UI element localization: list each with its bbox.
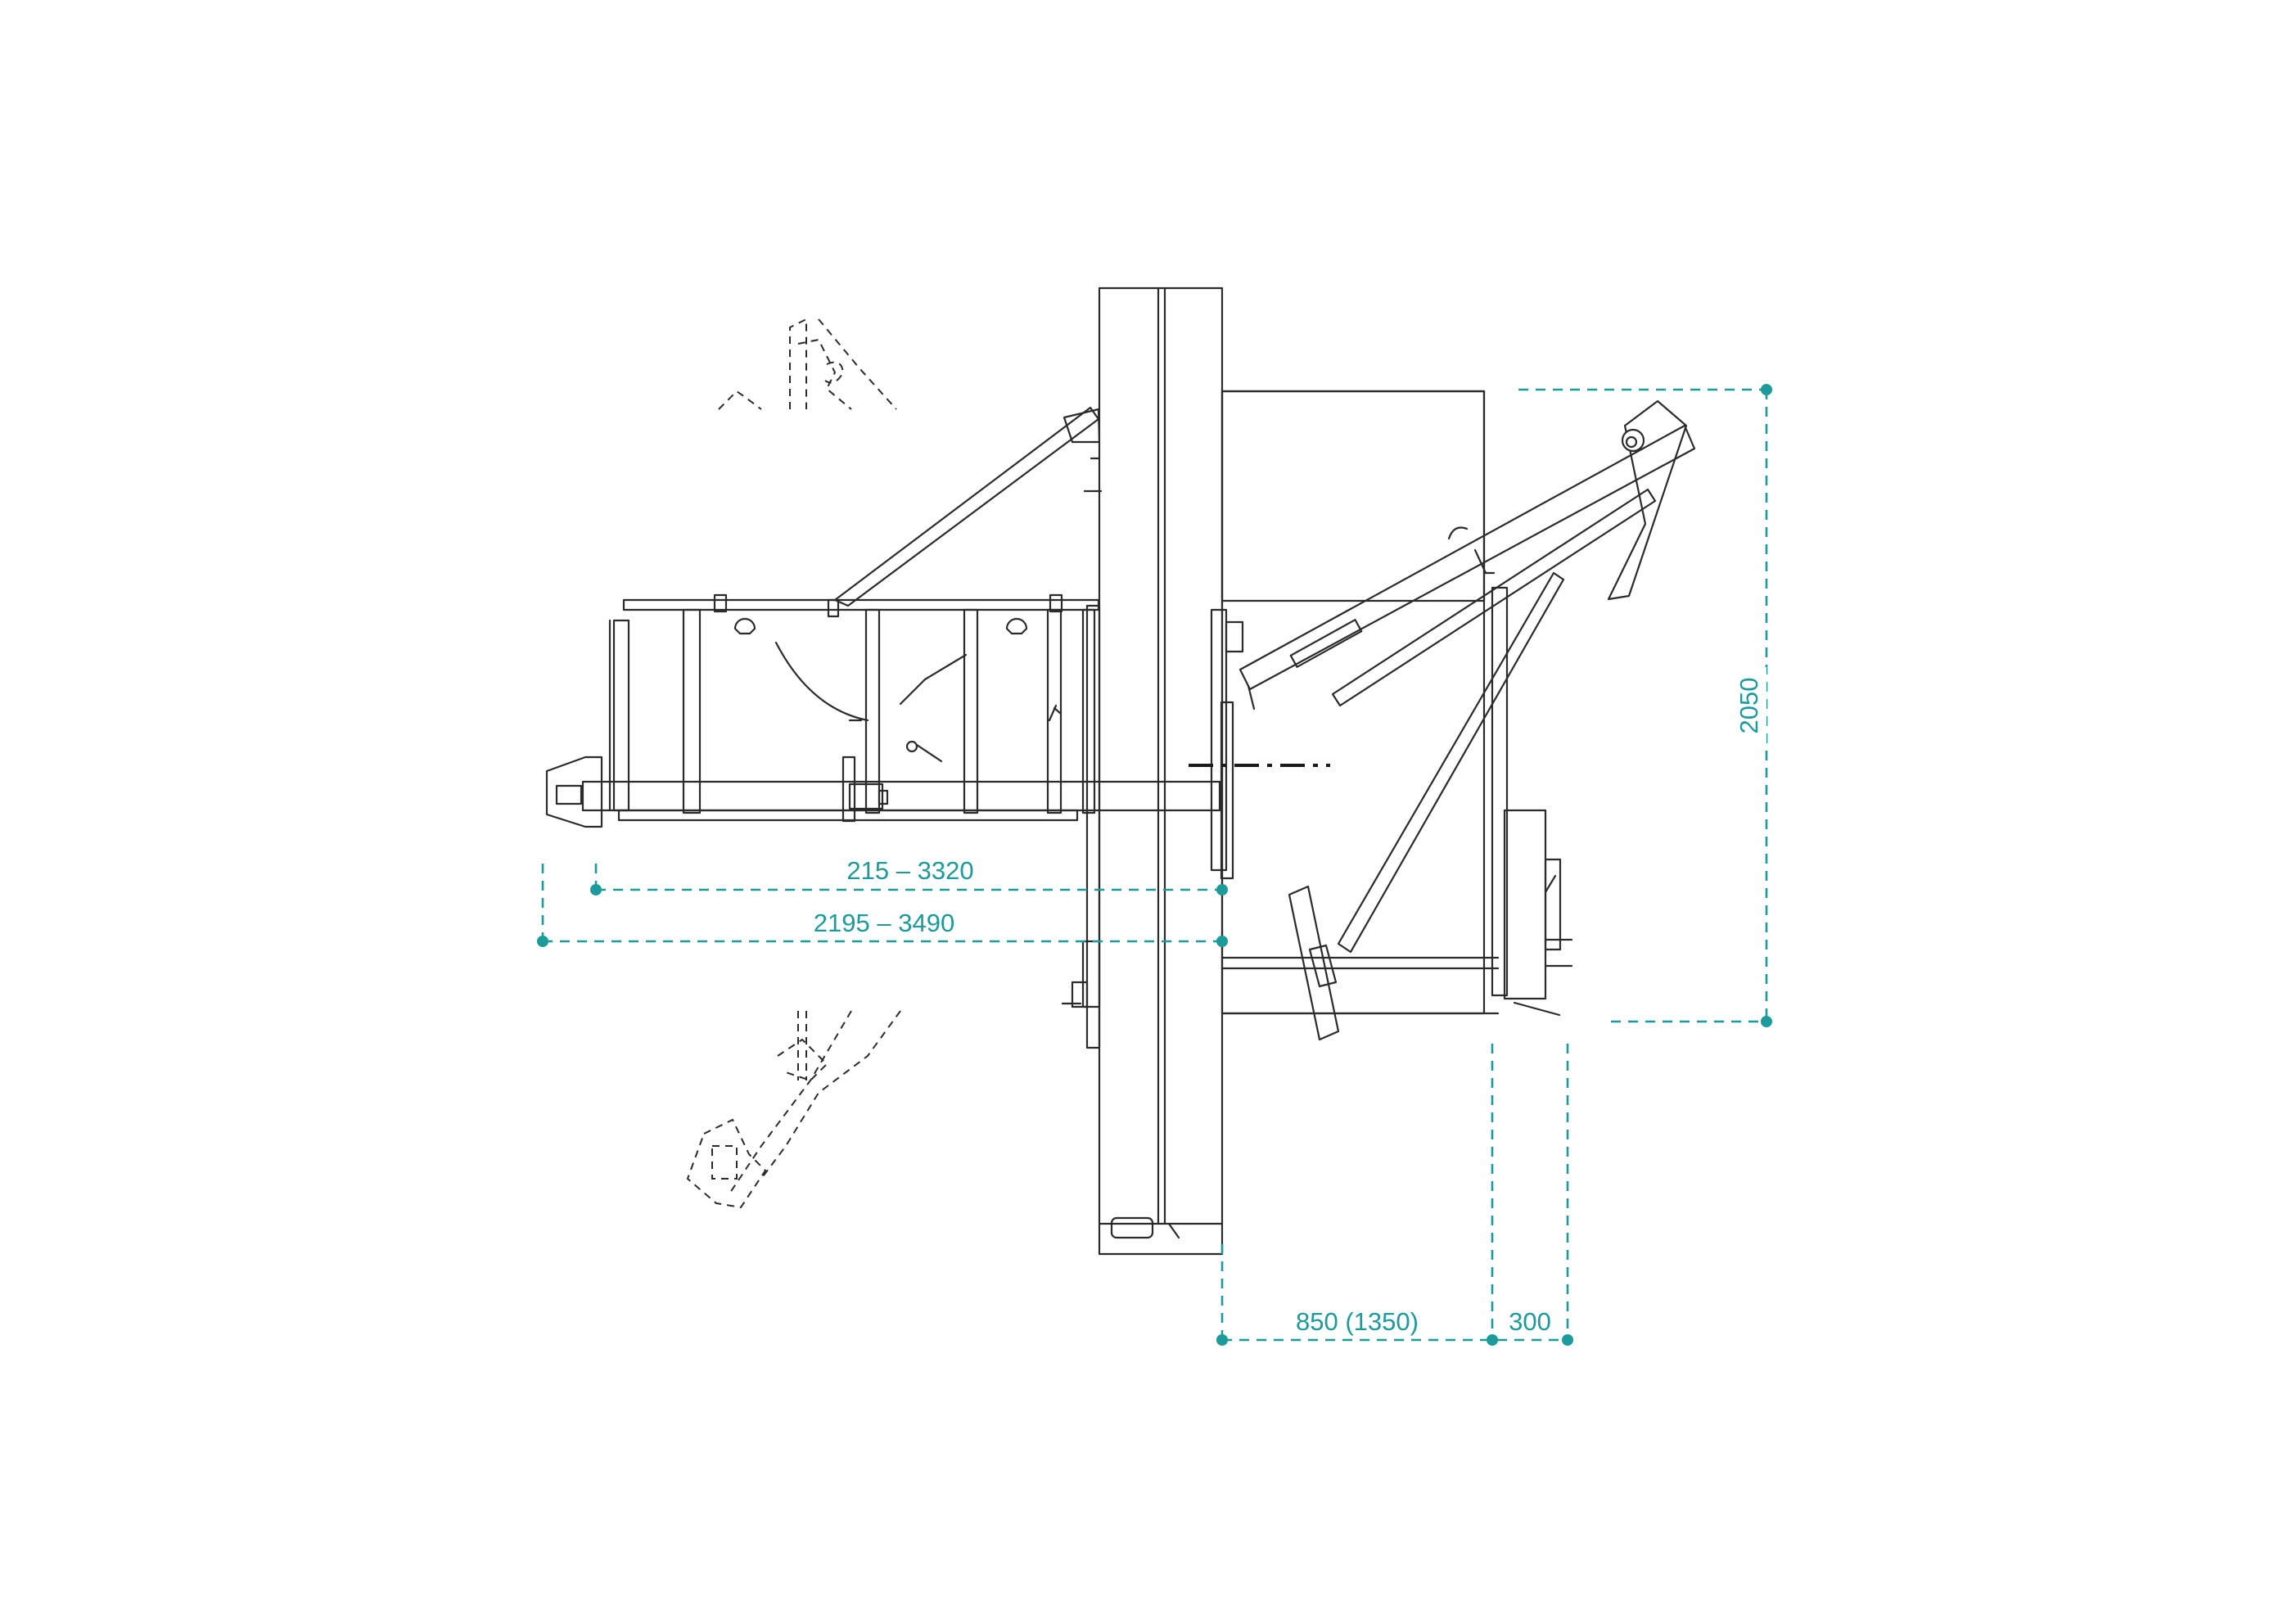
dimension-label-2050: 2050: [1735, 678, 1763, 734]
dim-endpoint: [1216, 1334, 1228, 1346]
dimension-label-2195-3490: 2195 – 3490: [814, 909, 954, 937]
blade-fence: [1210, 608, 1244, 880]
swing-arm: [1238, 399, 1696, 1041]
dim-endpoint: [537, 936, 548, 947]
dimension-label-850-1350: 850 (1350): [1296, 1307, 1419, 1336]
dim-endpoint: [1761, 1016, 1772, 1027]
dim-endpoint: [1216, 884, 1228, 895]
dimension-label-300: 300: [1509, 1307, 1551, 1336]
dimension-label-215-3320: 215 – 3320: [846, 856, 973, 885]
dim-endpoint: [1761, 384, 1772, 395]
vertical-guide-rail: [1061, 286, 1224, 1256]
dim-endpoint: [1562, 1334, 1573, 1346]
dim-endpoint: [1216, 936, 1228, 947]
dim-endpoint: [590, 884, 602, 895]
dim-endpoint: [1487, 1334, 1498, 1346]
sliding-table: [545, 406, 1221, 828]
machine-body: [1220, 390, 1573, 1017]
alternate-position-bottom: [686, 1010, 901, 1209]
alternate-position-top: [718, 318, 897, 410]
